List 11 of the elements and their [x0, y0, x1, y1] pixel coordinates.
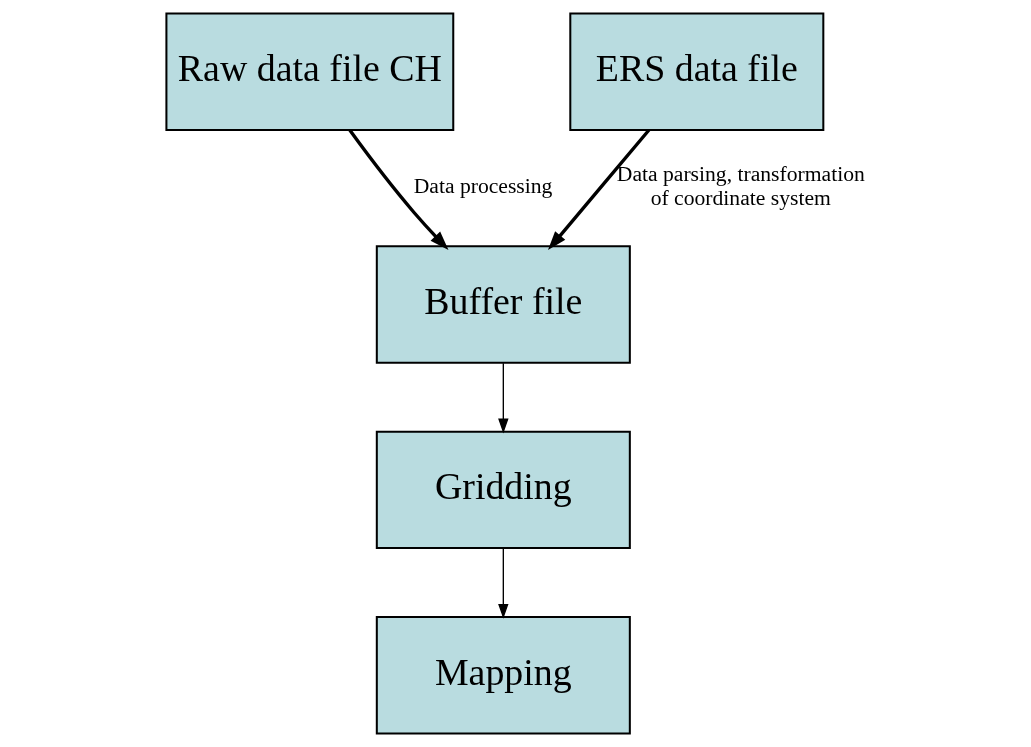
arrow — [498, 547, 509, 619]
node-box: Raw data file CH — [165, 12, 455, 131]
node-box: Gridding — [375, 430, 631, 550]
edge-label: Data processing — [413, 174, 553, 199]
node-box: Mapping — [375, 616, 631, 735]
arrow — [547, 128, 651, 251]
arrow — [348, 129, 449, 250]
arrow — [498, 362, 509, 434]
node-box: ERS data file — [569, 12, 825, 131]
node-box: Buffer file — [375, 245, 631, 364]
edge-label: Data parsing, transformation of coordinate system — [616, 162, 865, 211]
